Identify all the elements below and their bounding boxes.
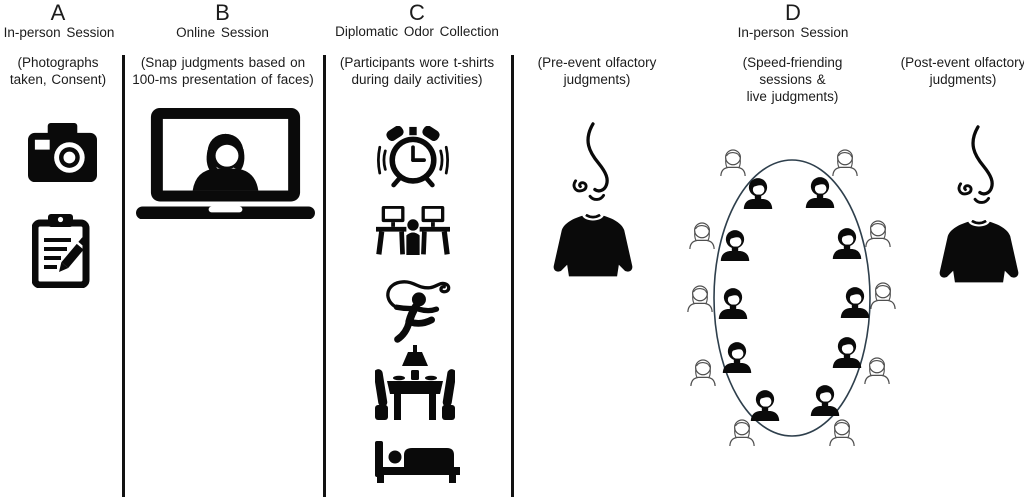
panel-c-letter: C	[409, 0, 425, 25]
attendee-filled-icon	[803, 176, 837, 208]
attendee-filled-icon	[741, 177, 775, 209]
attendee-filled-icon	[830, 336, 864, 368]
attendee-outline-icon	[688, 358, 718, 386]
attendee-outline-icon	[830, 148, 860, 176]
attendee-filled-icon	[748, 389, 782, 421]
laptop-video-call-icon	[136, 108, 315, 220]
panel-d-letter: D	[785, 0, 801, 25]
tshirt-icon	[552, 214, 634, 278]
dinner-table-icon	[375, 345, 455, 421]
panel-b-caption: (Snap judgments based on 100-ms presenta…	[132, 55, 314, 87]
nose-icon	[949, 124, 1005, 209]
clipboard-with-pencil-icon	[32, 214, 100, 288]
speed-friending-caption: (Speed-friending sessions & live judgmen…	[742, 55, 843, 104]
panel-d-title: In-person Session	[737, 25, 849, 40]
panel-b-letter: B	[215, 0, 230, 25]
dual-workstations-icon	[376, 206, 450, 256]
panel-a-title: In-person Session	[3, 25, 115, 40]
divider-b-c	[323, 55, 326, 497]
post-event-caption: (Post-event olfactory judgments)	[900, 55, 1024, 87]
attendee-filled-icon	[718, 229, 752, 261]
panel-c-title: Diplomatic Odor Collection	[335, 24, 499, 39]
panel-c-caption: (Participants wore t-shirts during daily…	[339, 55, 495, 87]
attendee-filled-icon	[838, 286, 872, 318]
attendee-outline-icon	[687, 221, 717, 249]
panel-a-caption: (Photographs taken, Consent)	[9, 55, 107, 87]
attendee-outline-icon	[727, 418, 757, 446]
attendee-filled-icon	[720, 341, 754, 373]
divider-a-b	[122, 55, 125, 497]
attendee-filled-icon	[808, 384, 842, 416]
camera-icon	[28, 123, 97, 183]
speed-friending-circle	[713, 159, 871, 437]
attendee-outline-icon	[685, 284, 715, 312]
tshirt-icon	[938, 220, 1020, 284]
ribbon-dancer-icon	[381, 279, 453, 345]
panel-a-letter: A	[50, 0, 66, 25]
nose-icon	[564, 121, 620, 206]
attendee-filled-icon	[716, 287, 750, 319]
attendee-outline-icon	[862, 356, 892, 384]
divider-c-d	[511, 55, 514, 497]
panel-b-title: Online Session	[176, 25, 269, 40]
alarm-clock-icon	[377, 126, 449, 189]
attendee-filled-icon	[830, 227, 864, 259]
speed-friending-cluster	[655, 138, 905, 468]
attendee-outline-icon	[718, 148, 748, 176]
attendee-outline-icon	[827, 418, 857, 446]
attendee-outline-icon	[868, 281, 898, 309]
sleeping-bed-icon	[375, 441, 460, 483]
attendee-outline-icon	[863, 219, 893, 247]
pre-event-caption: (Pre-event olfactory judgments)	[537, 55, 657, 87]
